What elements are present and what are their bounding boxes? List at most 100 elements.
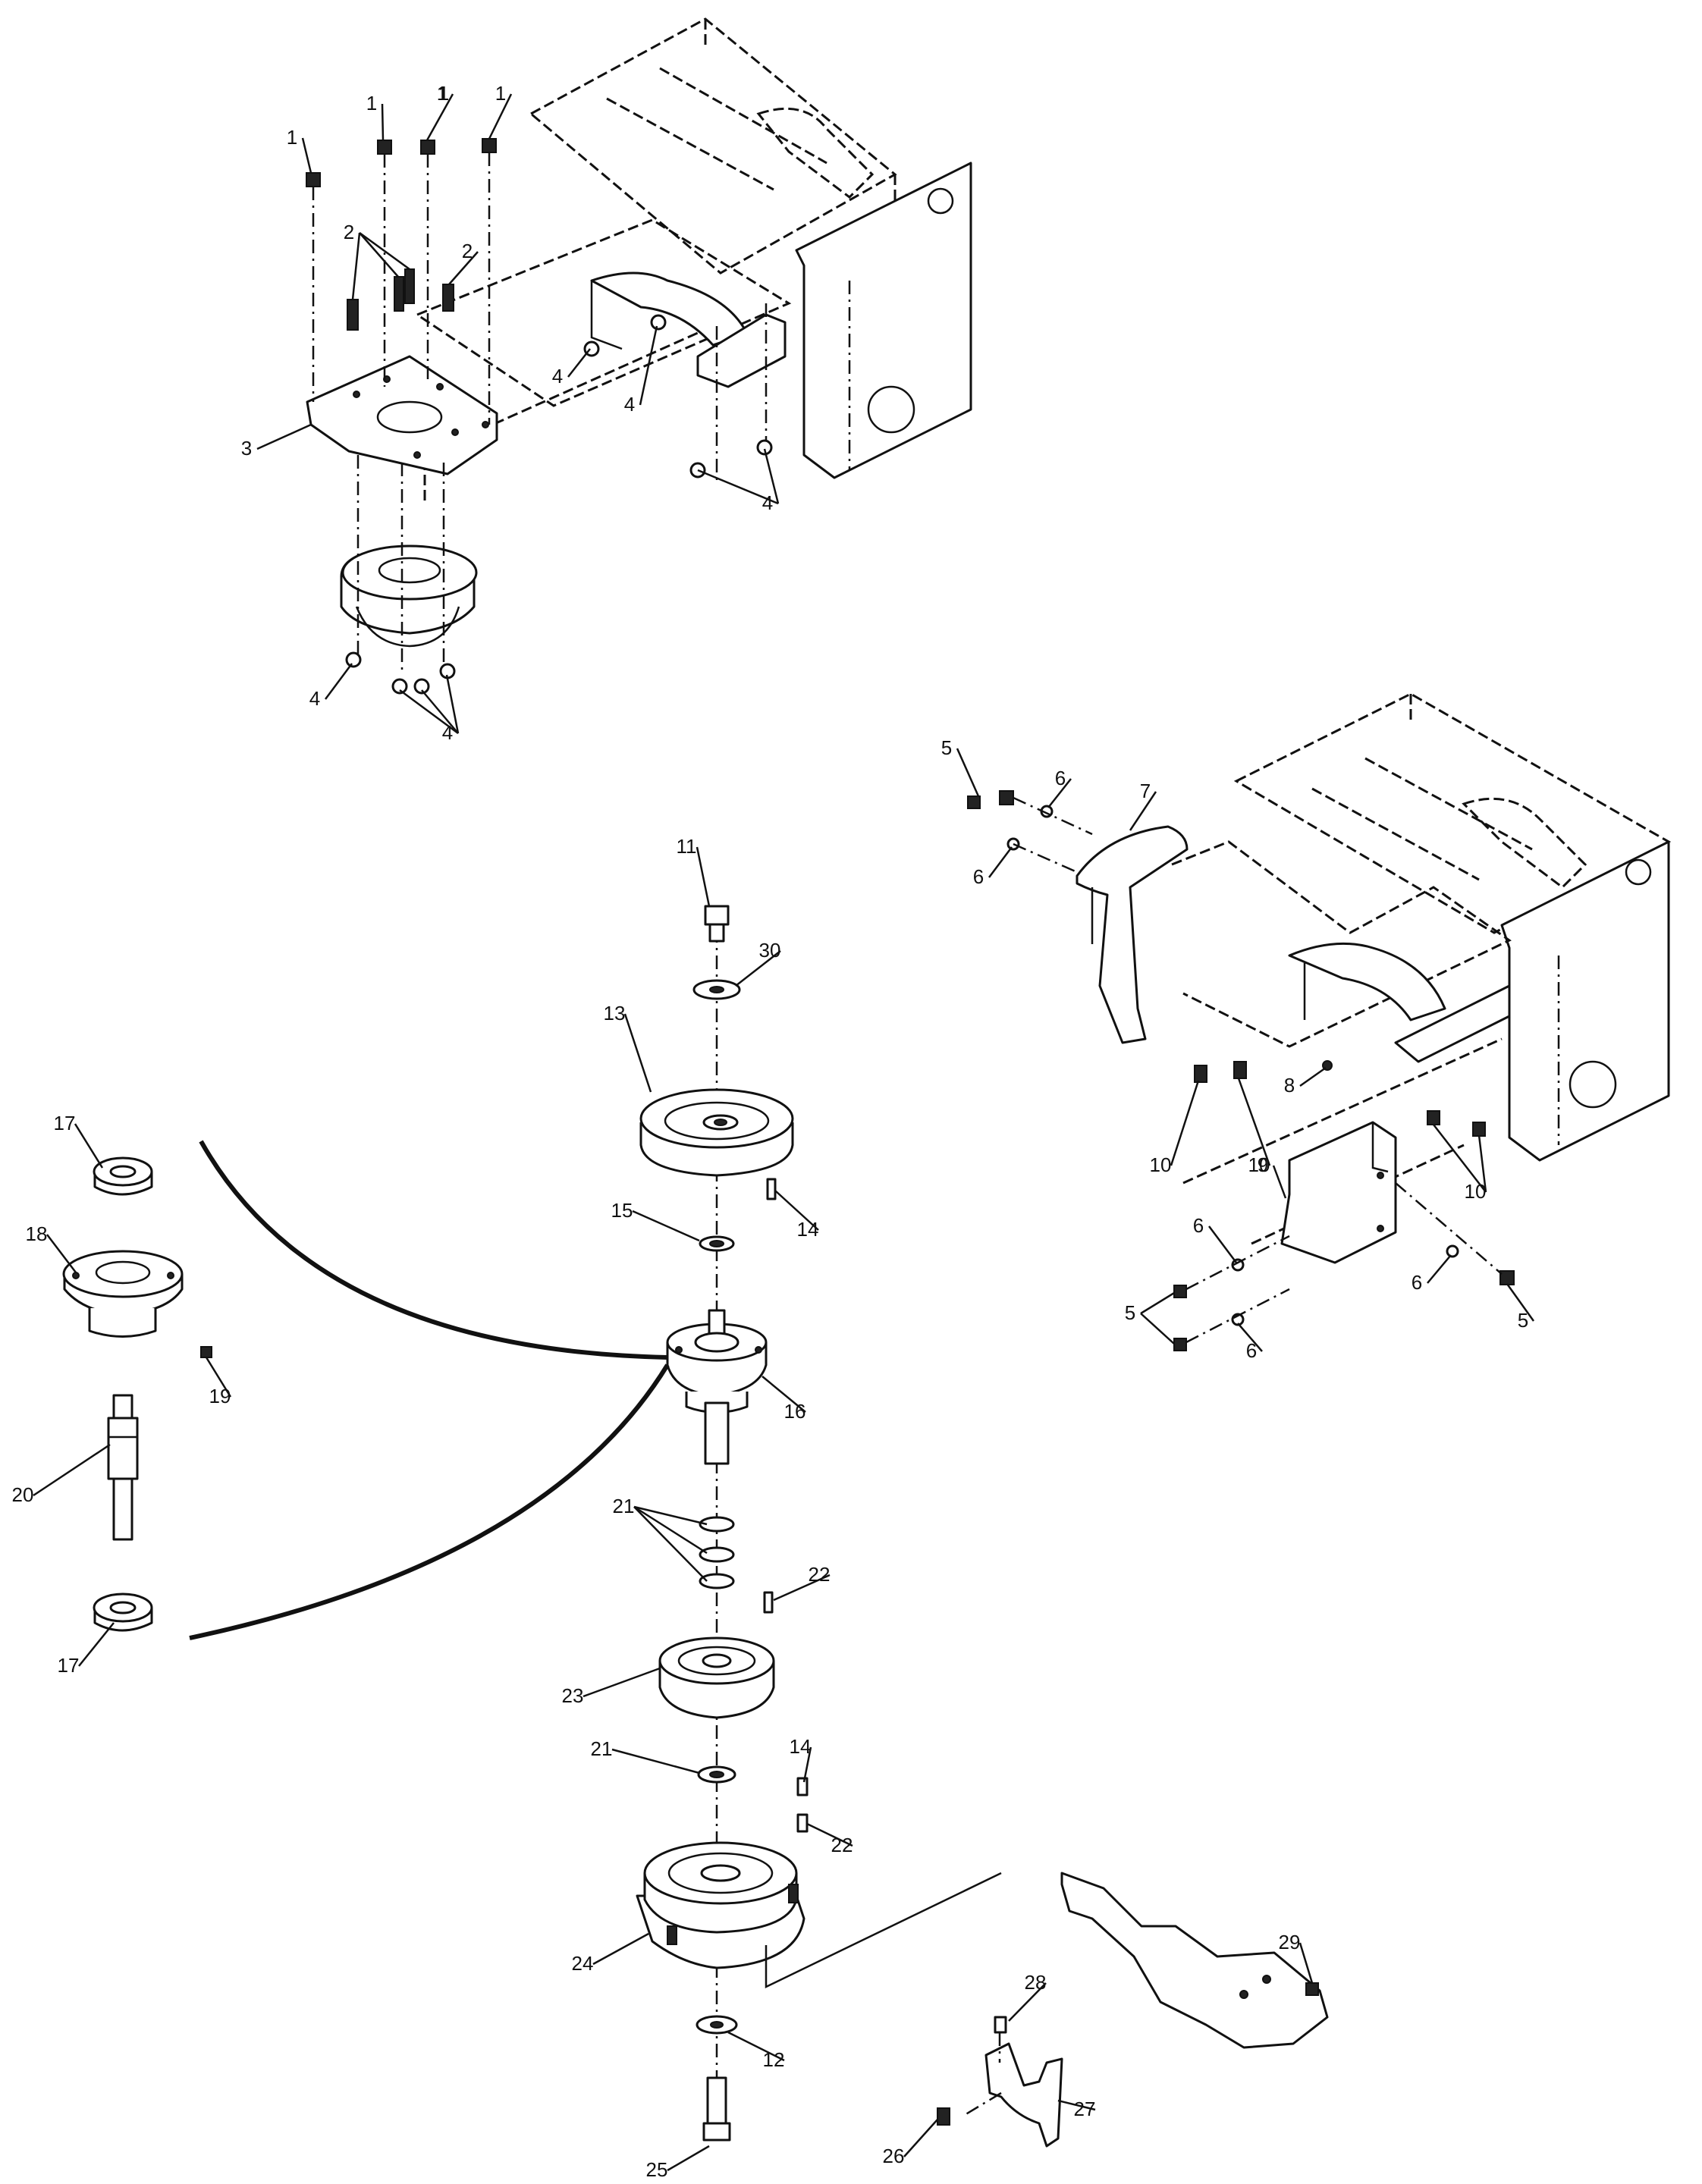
callout-leader-line (256, 423, 312, 450)
callout-label: 10 (1465, 1180, 1487, 1203)
callout-leader-line (1129, 791, 1157, 831)
callout-leader-line (1299, 1066, 1327, 1087)
callout-label: 19 (209, 1385, 231, 1407)
callout-label: 5 (1518, 1309, 1528, 1332)
callout-leader-line (1008, 1982, 1047, 2022)
callout-label: 17 (54, 1112, 76, 1134)
callout-label: 13 (604, 1002, 626, 1025)
callout-label: 30 (759, 939, 781, 962)
callout-leader-line (774, 1190, 819, 1231)
callout-leader-line (633, 1505, 708, 1526)
callout-leader-line (583, 1667, 661, 1698)
callout-label: 14 (797, 1218, 819, 1241)
bolts-mid (347, 268, 454, 331)
callout-label: 20 (12, 1483, 34, 1506)
callout-label: 1 (287, 126, 297, 149)
callout-leader-line (592, 1932, 649, 1966)
callout-leader-line (988, 846, 1013, 878)
callout-leader-line (1047, 778, 1072, 808)
callout-leader-line (633, 1505, 708, 1555)
callout-leader-line (1477, 1134, 1487, 1193)
callout-leader-line (1237, 1078, 1271, 1166)
callout-leader-line (639, 325, 658, 406)
callout-label: 1 (495, 82, 506, 105)
callout-leader-line (488, 93, 513, 140)
callout-label: 2 (344, 221, 354, 243)
callout-leader-line (1170, 1080, 1200, 1166)
callout-leader-line (351, 232, 361, 300)
callout-leader-line (806, 1822, 853, 1847)
callout-leader-line (324, 663, 353, 700)
lower-shield (1280, 1121, 1397, 1264)
callout-label: 22 (809, 1563, 831, 1586)
callout-label: 1 (437, 82, 447, 105)
callout-leader-line (1272, 1165, 1287, 1199)
callout-leader-line (78, 1622, 115, 1667)
nuts (345, 314, 773, 695)
callout-label: 29 (1279, 1931, 1301, 1953)
callout-leader-line (445, 674, 460, 734)
mower-frame-upper (414, 17, 972, 500)
callout-leader-line (773, 1574, 831, 1602)
callout-leader-line (46, 1234, 77, 1273)
callout-leader-line (762, 1376, 806, 1413)
callout-label: 6 (1246, 1339, 1257, 1362)
callout-leader-line (1433, 1124, 1487, 1193)
clutch-bracket (937, 1872, 1329, 2148)
callout-leader-line (623, 1013, 652, 1093)
callout-leader-line (903, 2119, 938, 2157)
callout-label: 11 (677, 835, 697, 858)
callout-label: 4 (552, 365, 563, 388)
callout-leader-line (399, 689, 459, 735)
callout-leader-line (696, 846, 711, 907)
callout-label: 28 (1025, 1971, 1047, 1994)
callout-leader-line (633, 1506, 708, 1582)
right-fasteners (967, 790, 1515, 1351)
callout-leader-line (301, 137, 312, 174)
callout-label: 6 (973, 865, 984, 888)
callout-label: 14 (790, 1735, 812, 1758)
callout-label: 5 (941, 736, 952, 759)
callout-label: 22 (831, 1834, 853, 1856)
callout-label: 4 (309, 687, 320, 710)
callout-leader-line (1298, 1942, 1314, 1984)
callout-leader-line (567, 348, 591, 378)
callout-label: 23 (562, 1684, 584, 1707)
callout-label: 6 (1055, 767, 1066, 789)
callout-label: 24 (572, 1952, 594, 1975)
callout-leader-line (611, 1748, 700, 1774)
callout-leader-line (1057, 2099, 1096, 2111)
callout-leader-line (1140, 1313, 1175, 1345)
callout-label: 9 (1258, 1153, 1268, 1176)
spindle-stack (636, 905, 1002, 2142)
callout-label: 4 (762, 491, 773, 514)
callout-leader-line (667, 2145, 710, 2172)
callout-label: 3 (241, 437, 252, 460)
callout-label: 10 (1150, 1153, 1172, 1176)
callout-label: 15 (611, 1199, 633, 1222)
callout-leader-line (802, 1746, 812, 1783)
callout-leader-line (359, 231, 410, 271)
callout-leader-line (1506, 1283, 1535, 1322)
callout-label: 21 (591, 1737, 613, 1760)
callout-label: 26 (883, 2145, 905, 2167)
callout-label: 21 (613, 1495, 635, 1517)
callout-label: 1 (438, 82, 449, 105)
callout-label: 1 (366, 92, 377, 115)
callout-label: 17 (58, 1654, 80, 1677)
callout-leader-line (381, 103, 385, 141)
callout-label: 18 (26, 1222, 48, 1245)
callout-label: 25 (646, 2158, 668, 2181)
callout-label: 4 (442, 721, 453, 744)
callout-label: 2 (462, 240, 473, 262)
mounting-plate (306, 355, 498, 475)
spindle-detail (62, 1140, 670, 1640)
callout-leader-line (727, 2031, 785, 2062)
callout-label: 7 (1140, 780, 1151, 802)
callout-label: 10 (1248, 1153, 1270, 1176)
callout-leader-line (426, 93, 454, 141)
callout-leader-line (448, 251, 479, 285)
callout-leader-line (763, 448, 780, 504)
callout-leader-line (1140, 1291, 1175, 1315)
